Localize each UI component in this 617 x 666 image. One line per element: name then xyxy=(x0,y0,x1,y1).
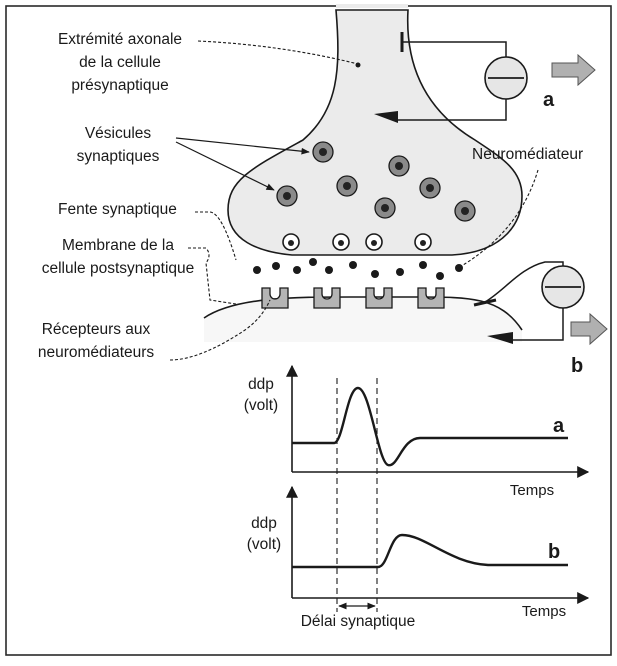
neurotransmitter-molecule xyxy=(436,272,444,280)
svg-text:Vésicules: Vésicules xyxy=(85,125,152,142)
vesicles-label: Vésicules synaptiques xyxy=(77,125,160,165)
neurotransmitter-molecule xyxy=(371,270,379,278)
svg-text:présynaptique: présynaptique xyxy=(71,77,168,94)
vesicle-pointer xyxy=(176,138,309,152)
neurotransmitter-molecule xyxy=(396,268,404,276)
graph-a-ylabel-line1: ddp xyxy=(248,376,274,393)
graph-b: ddp (volt) b Temps xyxy=(247,487,588,620)
graph-a-ylabel-line2: (volt) xyxy=(244,397,278,414)
svg-text:Membrane de la: Membrane de la xyxy=(62,237,174,254)
svg-text:de la cellule: de la cellule xyxy=(79,54,161,71)
fusing-vesicle xyxy=(333,234,349,250)
axon-terminal-pointer xyxy=(198,41,358,64)
graph-a: ddp (volt) a Temps xyxy=(244,366,588,499)
svg-text:Récepteurs aux: Récepteurs aux xyxy=(42,321,151,338)
synaptic-delay-label: Délai synaptique xyxy=(301,613,416,630)
vesicle xyxy=(277,186,297,206)
graph-b-trace xyxy=(292,535,568,567)
graph-b-xlabel: Temps xyxy=(522,603,566,620)
neurotransmitter-molecule xyxy=(253,266,261,274)
graph-a-xlabel: Temps xyxy=(510,482,554,499)
neurotransmitter-group xyxy=(253,258,463,280)
neurotransmitter-molecule xyxy=(293,266,301,274)
neurotransmitter-label: Neuromédiateur xyxy=(472,146,583,163)
electrode-b-label: b xyxy=(571,355,583,377)
graph-b-trace-label: b xyxy=(548,541,560,563)
graph-a-trace-label: a xyxy=(553,415,565,437)
output-arrow-b-icon xyxy=(571,314,607,344)
graph-b-ylabel-line1: ddp xyxy=(251,515,277,532)
fusing-vesicle xyxy=(283,234,299,250)
neurotransmitter-molecule xyxy=(272,262,280,270)
vesicle xyxy=(375,198,395,218)
graph-b-ylabel-line2: (volt) xyxy=(247,536,281,553)
vesicle xyxy=(389,156,409,176)
output-arrow-a-icon xyxy=(552,55,595,85)
vesicle xyxy=(455,201,475,221)
postsynaptic-membrane-label: Membrane de la cellule postsynaptique xyxy=(42,237,195,277)
receptors-label: Récepteurs aux neuromédiateurs xyxy=(38,321,155,361)
neurotransmitter-molecule xyxy=(325,266,333,274)
svg-text:cellule postsynaptique: cellule postsynaptique xyxy=(42,260,195,277)
svg-text:synaptiques: synaptiques xyxy=(77,148,160,165)
presynaptic-terminal xyxy=(228,10,522,255)
vesicle xyxy=(420,178,440,198)
fusing-vesicle xyxy=(366,234,382,250)
neurotransmitter-molecule xyxy=(455,264,463,272)
vesicle xyxy=(313,142,333,162)
svg-text:Extrémité axonale: Extrémité axonale xyxy=(58,31,182,48)
svg-text:neuromédiateurs: neuromédiateurs xyxy=(38,344,155,361)
electrode-a-label: a xyxy=(543,89,555,111)
neurotransmitter-molecule xyxy=(419,261,427,269)
receptor xyxy=(262,288,288,308)
synaptic-cleft-label: Fente synaptique xyxy=(58,201,177,218)
graph-a-trace xyxy=(292,388,568,465)
neurotransmitter-molecule xyxy=(309,258,317,266)
fusing-vesicle xyxy=(415,234,431,250)
postsynaptic-membrane-pointer xyxy=(188,248,236,304)
vesicle xyxy=(337,176,357,196)
neurotransmitter-molecule xyxy=(349,261,357,269)
axon-terminal-label: Extrémité axonale de la cellule présynap… xyxy=(58,31,182,94)
